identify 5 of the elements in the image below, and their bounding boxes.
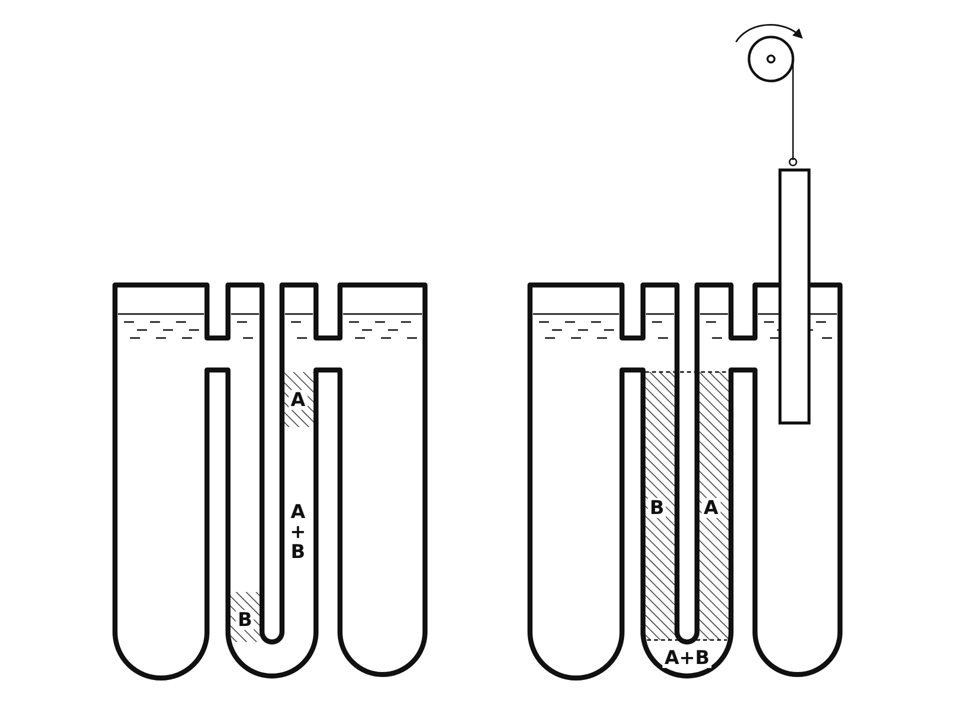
zone-label: A bbox=[702, 498, 720, 518]
zone-label: A+B bbox=[662, 648, 712, 668]
zone-label: B bbox=[236, 610, 254, 630]
zone-label: A bbox=[288, 390, 308, 410]
zone-label: B bbox=[648, 498, 666, 518]
